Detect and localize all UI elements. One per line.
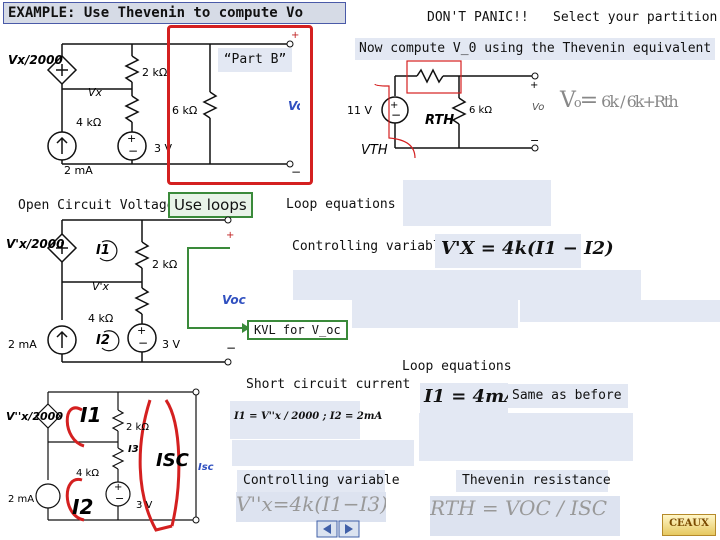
vx-equation: V'X = 4k(I1 − I2) <box>441 238 614 259</box>
bot-isrc-label: 2 mA <box>8 494 34 505</box>
vx-equation-box: V'X = 4k(I1 − I2) <box>435 234 614 268</box>
top-r3-label: 6 kΩ <box>172 104 197 117</box>
bot-dep-source-label: V''x/2000 <box>6 410 63 423</box>
bot-isc-small-label: Isc <box>198 462 214 473</box>
top-vo-label: Vo <box>288 99 300 113</box>
use-loops-callout: Use loops <box>168 192 253 218</box>
kvl-equation-box <box>293 270 641 300</box>
top-isrc-label: 2 mA <box>64 164 93 177</box>
top-circuit-diagram: + − Vx/2000 2 kΩ Vx 4 kΩ 6 kΩ Vo 2 mA 3 … <box>8 30 300 179</box>
sc-equation-box-2 <box>232 440 414 466</box>
bot-isc-label: ISC <box>156 450 190 471</box>
top-dep-source-label: Vx/2000 <box>8 53 63 67</box>
loop-equations-label-1: Loop equations <box>286 197 396 212</box>
svg-text:−: − <box>530 134 539 147</box>
select-partition-label: Select your partition <box>553 10 718 25</box>
slide-title: EXAMPLE: Use Thevenin to compute Vo <box>3 2 346 24</box>
thevenin-equation-artifact: Vo= 6k / 6k+Rth <box>560 88 679 113</box>
mid-isrc-label: 2 mA <box>8 338 37 351</box>
sc-equation: I1 = V''x / 2000 ; I2 = 2mA <box>234 411 383 422</box>
kvl-for-voc-label: KVL for V_oc <box>247 320 348 340</box>
bot-i3-label: I3 <box>128 444 139 455</box>
svg-text:−: − <box>115 492 124 505</box>
svg-text:−: − <box>291 165 300 179</box>
dont-panic-label: DON'T PANIC!! <box>427 10 529 25</box>
mid-voc-label: Voc <box>222 293 246 307</box>
mid-vx-label: V'x <box>92 280 110 293</box>
controlling-variable-label-2: Controlling variable <box>237 470 400 492</box>
next-slide-button[interactable]: CEAUX <box>662 514 716 536</box>
sc-equation-box: I1 = V''x / 2000 ; I2 = 2mA <box>230 401 383 439</box>
svg-text:+: + <box>530 80 538 91</box>
part-b-label: “Part B” <box>218 48 292 72</box>
thev-vo-label: Vo <box>532 102 544 113</box>
thev-r-label: 6 kΩ <box>469 105 492 116</box>
svg-text:+: + <box>390 100 398 111</box>
top-vx-label: Vx <box>88 86 103 99</box>
short-circuit-current-label: Short circuit current <box>246 377 411 392</box>
svg-text:+: + <box>137 324 146 337</box>
mid-i1-label: I1 <box>96 243 110 258</box>
loop-equations-label-2: Loop equations <box>402 359 512 374</box>
short-circuit-diagram: + − V''x/2000 I1 2 kΩ I3 4 kΩ ISC Isc 2 … <box>6 388 214 532</box>
loop-equations-box-1 <box>403 180 551 226</box>
svg-text:+: + <box>291 30 299 41</box>
thevenin-resistance-label: Thevenin resistance <box>456 470 611 492</box>
top-r1-label: 2 kΩ <box>142 66 167 79</box>
svg-text:+: + <box>226 230 234 241</box>
thevenin-equivalent-diagram: + − 11 V RTH 6 kΩ VTH Vo + − <box>347 60 544 159</box>
svg-text:−: − <box>128 144 138 158</box>
thev-vsrc-label: 11 V <box>347 104 372 117</box>
thev-vth-label: VTH <box>361 143 388 158</box>
mid-r1-label: 2 kΩ <box>152 258 177 271</box>
mid-vsrc-label: 3 V <box>162 338 180 351</box>
mid-dep-source-label: V'x/2000 <box>6 237 64 251</box>
kvl-equation-box-2 <box>352 300 518 328</box>
controlling-variable-label-1: Controlling variable <box>292 239 449 254</box>
i1-equation-box: I1 = 4mA <box>420 383 519 413</box>
open-circuit-voltage-label: Open Circuit Voltage <box>18 198 175 213</box>
controlling-variable-equation-artifact: V''x=4k(I1−I3) <box>236 492 386 522</box>
svg-text:+: + <box>127 132 136 145</box>
thevenin-resistance-equation-artifact: RTH = VOC / ISC <box>430 496 620 536</box>
svg-text:−: − <box>391 108 401 122</box>
svg-text:−: − <box>138 336 148 350</box>
now-compute-label: Now compute V_0 using the Thevenin equiv… <box>355 38 715 60</box>
bot-vsrc-label: 3 V <box>136 500 153 511</box>
svg-text:−: − <box>226 341 236 355</box>
open-circuit-diagram: + − V'x/2000 I1 2 kΩ V'x 4 kΩ 2 mA I2 3 … <box>6 216 246 366</box>
top-r2-label: 4 kΩ <box>76 116 101 129</box>
sc-loop-equations-box <box>419 413 633 461</box>
i1-equation: I1 = 4mA <box>424 386 519 407</box>
bot-i2-label: I2 <box>72 495 93 519</box>
mid-r2-label: 4 kΩ <box>88 312 113 325</box>
bot-r2-label: 4 kΩ <box>76 468 99 479</box>
mid-i2-label: I2 <box>96 333 110 348</box>
bot-i1-label: I1 <box>80 403 101 427</box>
thev-rth-label: RTH <box>425 113 454 128</box>
kvl-result-box <box>520 300 720 322</box>
same-as-before-label: Same as before <box>508 384 628 408</box>
bot-r1-label: 2 kΩ <box>126 422 149 433</box>
slide-nav-buttons[interactable] <box>316 520 360 538</box>
green-arrow <box>187 247 250 333</box>
svg-text:+: + <box>114 482 122 493</box>
partition-highlight <box>167 25 313 185</box>
